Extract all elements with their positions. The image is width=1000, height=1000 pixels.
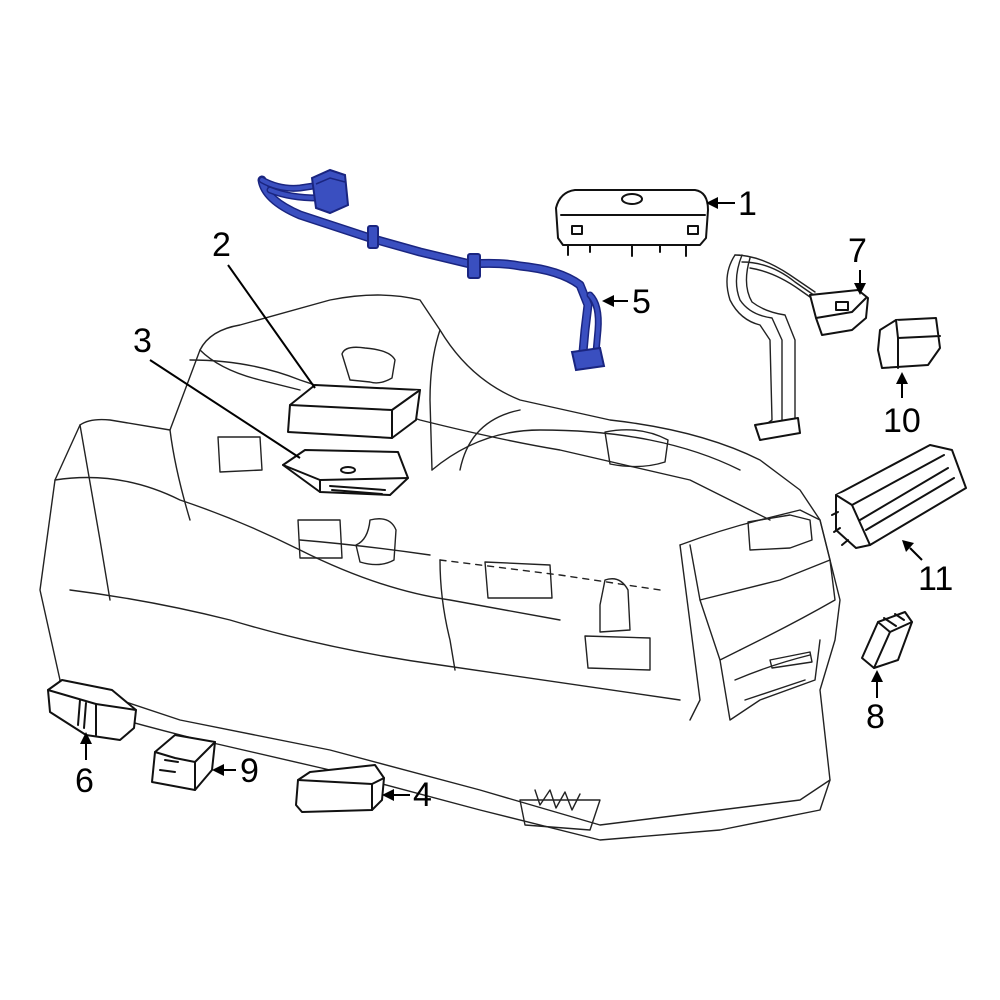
harness-main — [259, 177, 591, 355]
part-8-switch[interactable] — [861, 611, 913, 669]
part-3-module[interactable] — [282, 449, 409, 496]
part-7-harness[interactable] — [726, 254, 869, 441]
callout-7[interactable]: 7 — [848, 232, 867, 270]
part-5-wiring-harness[interactable] — [257, 168, 606, 372]
callout-11[interactable]: 11 — [918, 560, 953, 598]
callout-10[interactable]: 10 — [883, 402, 921, 440]
harness-connector-top — [310, 168, 350, 215]
harness-clip — [467, 253, 481, 279]
part-4-connector[interactable] — [295, 764, 385, 813]
part-9-bracket[interactable] — [151, 734, 216, 791]
callout-1[interactable]: 1 — [738, 185, 757, 223]
callout-4[interactable]: 4 — [413, 776, 432, 814]
part-6-switch[interactable] — [47, 679, 137, 741]
callout-5[interactable]: 5 — [632, 283, 651, 321]
callout-6[interactable]: 6 — [75, 762, 94, 800]
harness-clip — [367, 225, 379, 249]
callout-2[interactable]: 2 — [212, 226, 231, 264]
part-10-bracket[interactable] — [877, 317, 941, 369]
callout-3[interactable]: 3 — [133, 322, 152, 360]
callout-8[interactable]: 8 — [866, 698, 885, 736]
callout-9[interactable]: 9 — [240, 752, 259, 790]
leader-lines — [80, 197, 923, 801]
part-1-module[interactable] — [555, 189, 709, 257]
callout-labels: 1 2 3 4 5 6 7 8 9 10 11 — [75, 185, 953, 814]
part-11-switch-bezel[interactable] — [831, 444, 967, 549]
harness-connector-bottom — [570, 346, 606, 372]
part-2-pad[interactable] — [287, 384, 421, 439]
